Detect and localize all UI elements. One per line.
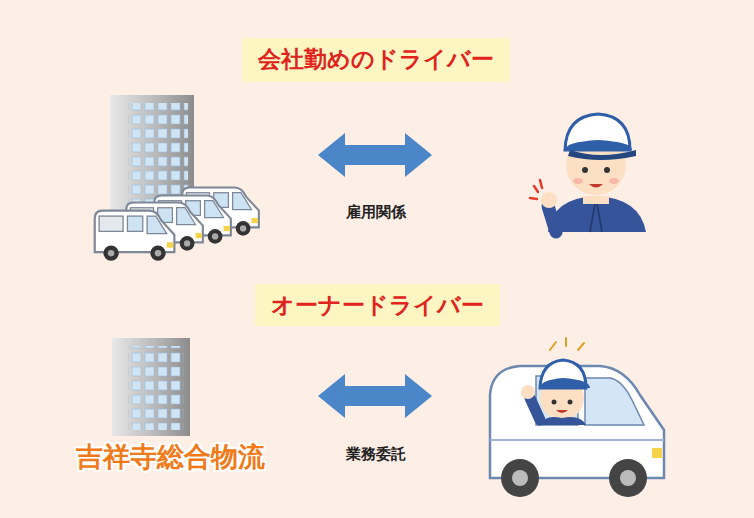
heading-band: オーナードライバー (255, 284, 500, 326)
heading-text: 会社勤めのドライバー (258, 44, 494, 74)
driver (530, 114, 646, 232)
company-name: 吉祥寺総合物流 (76, 440, 265, 474)
driver-van (490, 338, 664, 497)
double-arrow (318, 374, 432, 418)
vans (95, 187, 259, 260)
heading-text: オーナードライバー (271, 290, 484, 320)
double-arrow (318, 133, 432, 177)
relation-label: 業務委託 (346, 444, 406, 464)
heading-band: 会社勤めのドライバー (242, 38, 510, 82)
office-building (112, 338, 190, 436)
relation-label: 雇用関係 (346, 202, 406, 222)
